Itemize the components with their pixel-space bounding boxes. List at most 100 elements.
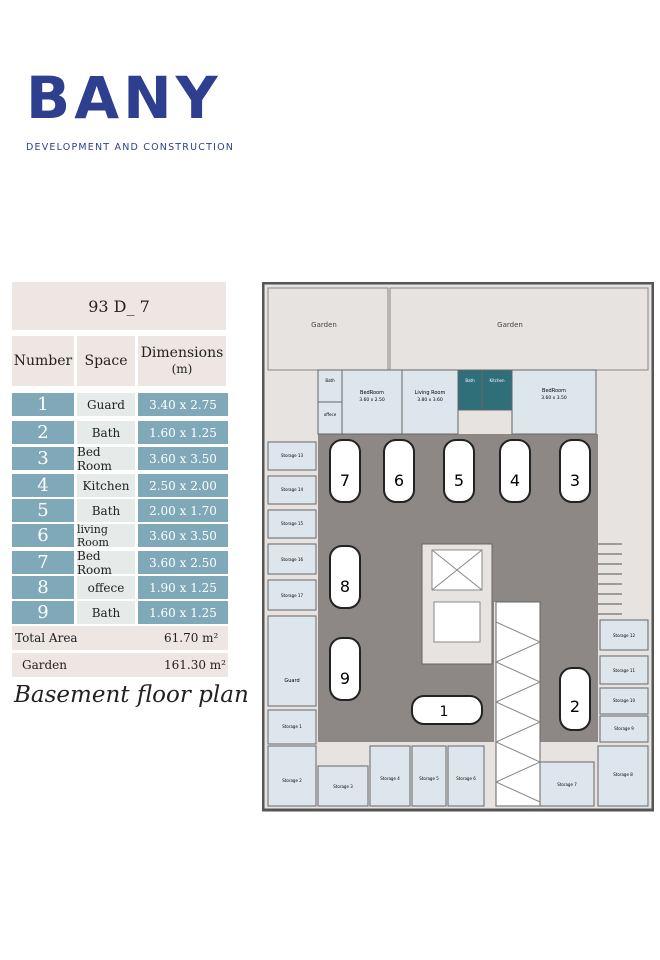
room-bedroom-1 xyxy=(341,369,403,435)
room-living-dim: 3.80 x 3.60 xyxy=(417,397,443,403)
table-row: 6 living Room 3.60 x 3.50 xyxy=(12,523,228,549)
row-dimensions: 1.60 x 1.25 xyxy=(138,421,228,444)
storage-label: Storage 14 xyxy=(281,487,303,492)
spot-number: 8 xyxy=(340,577,350,596)
basement-floor-plan: Garden Garden Bath BedRoom 3.60 x 2.50 L… xyxy=(262,282,654,812)
company-logo: BANY DEVELOPMENT AND CONSTRUCTION xyxy=(26,62,233,157)
row-number: 6 xyxy=(12,524,74,547)
header-dimensions-unit: (m) xyxy=(171,362,193,376)
row-number: 4 xyxy=(12,474,74,497)
storage-label: Storage 13 xyxy=(281,453,303,458)
storage-label: Storage 10 xyxy=(613,698,635,703)
header-dimensions-label: Dimensions xyxy=(140,345,224,361)
car xyxy=(329,439,361,503)
spot-number: 6 xyxy=(394,471,404,490)
header-number: Number xyxy=(12,336,74,386)
storage-label: Storage 2 xyxy=(282,778,302,783)
garden-area-label: Garden xyxy=(22,658,67,672)
room-bath-2-label: Bath xyxy=(465,378,475,383)
row-space: living Room xyxy=(77,523,135,549)
garden-label-left: Garden xyxy=(311,321,337,329)
storage-label: Storage 15 xyxy=(281,521,303,526)
storage-label: Storage 6 xyxy=(456,776,476,781)
header-space: Space xyxy=(77,336,135,386)
room-office-label: offece xyxy=(324,412,337,417)
car-ramp xyxy=(495,601,541,807)
spot-number: 5 xyxy=(454,471,464,490)
room-guard-label: Guard xyxy=(284,678,299,684)
room-bedroom-1-label: BedRoom xyxy=(360,390,384,396)
row-dimensions: 1.90 x 1.25 xyxy=(138,576,228,599)
room-office xyxy=(317,401,343,435)
row-number: 1 xyxy=(12,393,74,416)
room-bath-2 xyxy=(457,369,483,411)
row-space: offece xyxy=(77,576,135,599)
car xyxy=(329,637,361,701)
right-storages: Storage 12 Storage 11 Storage 10 Storage… xyxy=(599,619,649,743)
row-space: Kitchen xyxy=(77,474,135,497)
row-number: 9 xyxy=(12,601,74,624)
unit-title: 93 D_ 7 xyxy=(12,282,226,330)
car xyxy=(443,439,475,503)
table-row: 9 Bath 1.60 x 1.25 xyxy=(12,601,228,624)
table-row: 1 Guard 3.40 x 2.75 xyxy=(12,393,228,416)
car xyxy=(411,695,483,725)
room-kitchen-label: Kitchen xyxy=(489,378,504,383)
room-bedroom-1-dim: 3.60 x 2.50 xyxy=(359,397,385,403)
row-dimensions: 3.40 x 2.75 xyxy=(138,393,228,416)
row-dimensions: 3.60 x 3.50 xyxy=(138,447,228,470)
table-row: 3 Bed Room 3.60 x 3.50 xyxy=(12,445,228,473)
car xyxy=(559,439,591,503)
row-space: Bed Room xyxy=(77,445,135,473)
spot-number: 4 xyxy=(510,471,520,490)
room-bedroom-2-label: BedRoom xyxy=(542,388,566,394)
garden-area-value: 161.30 m² xyxy=(164,658,226,672)
room-bedroom-2-dim: 3.60 x 3.50 xyxy=(541,395,567,401)
row-space: Bed Room xyxy=(77,549,135,577)
spot-number: 1 xyxy=(440,704,449,720)
garden-area-row: Garden 161.30 m² xyxy=(12,653,228,677)
row-space: Bath xyxy=(77,499,135,522)
row-space: Guard xyxy=(77,393,135,416)
storage-label: Storage 17 xyxy=(281,593,303,598)
row-number: 7 xyxy=(12,551,74,574)
row-space: Bath xyxy=(77,421,135,444)
plan-caption: Basement floor plan xyxy=(14,682,249,708)
row-number: 5 xyxy=(12,499,74,522)
table-row: 2 Bath 1.60 x 1.25 xyxy=(12,421,228,444)
garden-label-right: Garden xyxy=(497,321,523,329)
left-storages: Storage 13 Storage 14 Storage 15 Storage… xyxy=(267,441,317,745)
storage-label: Storage 5 xyxy=(419,776,439,781)
header-dimensions: Dimensions (m) xyxy=(138,336,226,386)
logo-wordmark: BANY xyxy=(26,64,222,132)
ramp-hatching xyxy=(494,621,542,803)
row-number: 3 xyxy=(12,447,74,470)
car xyxy=(329,545,361,609)
row-dimensions: 3.60 x 2.50 xyxy=(138,551,228,574)
storage-label: Storage 1 xyxy=(282,724,302,729)
table-row: 5 Bath 2.00 x 1.70 xyxy=(12,499,228,522)
storage-label: Storage 11 xyxy=(613,668,635,673)
row-dimensions: 3.60 x 3.50 xyxy=(138,524,228,547)
garden-area-left xyxy=(267,287,389,371)
storage-label: Storage 7 xyxy=(557,782,577,787)
spot-number: 3 xyxy=(570,471,580,490)
row-number: 8 xyxy=(12,576,74,599)
row-dimensions: 2.00 x 1.70 xyxy=(138,499,228,522)
row-space: Bath xyxy=(77,601,135,624)
row-number: 2 xyxy=(12,421,74,444)
table-row: 8 offece 1.90 x 1.25 xyxy=(12,576,228,599)
spot-number: 9 xyxy=(340,669,350,688)
room-bath-1-label: Bath xyxy=(325,378,335,383)
room-bedroom-2 xyxy=(511,369,597,435)
storage-label: Storage 9 xyxy=(614,726,634,731)
car xyxy=(499,439,531,503)
storage-label: Storage 16 xyxy=(281,557,303,562)
storage-label: Storage 4 xyxy=(380,776,400,781)
garden-area-right xyxy=(389,287,649,371)
total-area-row: Total Area 61.70 m² xyxy=(12,626,228,650)
parking-spots: 7 6 5 4 3 8 9 1 2 xyxy=(329,439,591,731)
storage-label: Storage 3 xyxy=(333,784,353,789)
room-kitchen xyxy=(481,369,513,411)
stairwell xyxy=(433,601,481,643)
